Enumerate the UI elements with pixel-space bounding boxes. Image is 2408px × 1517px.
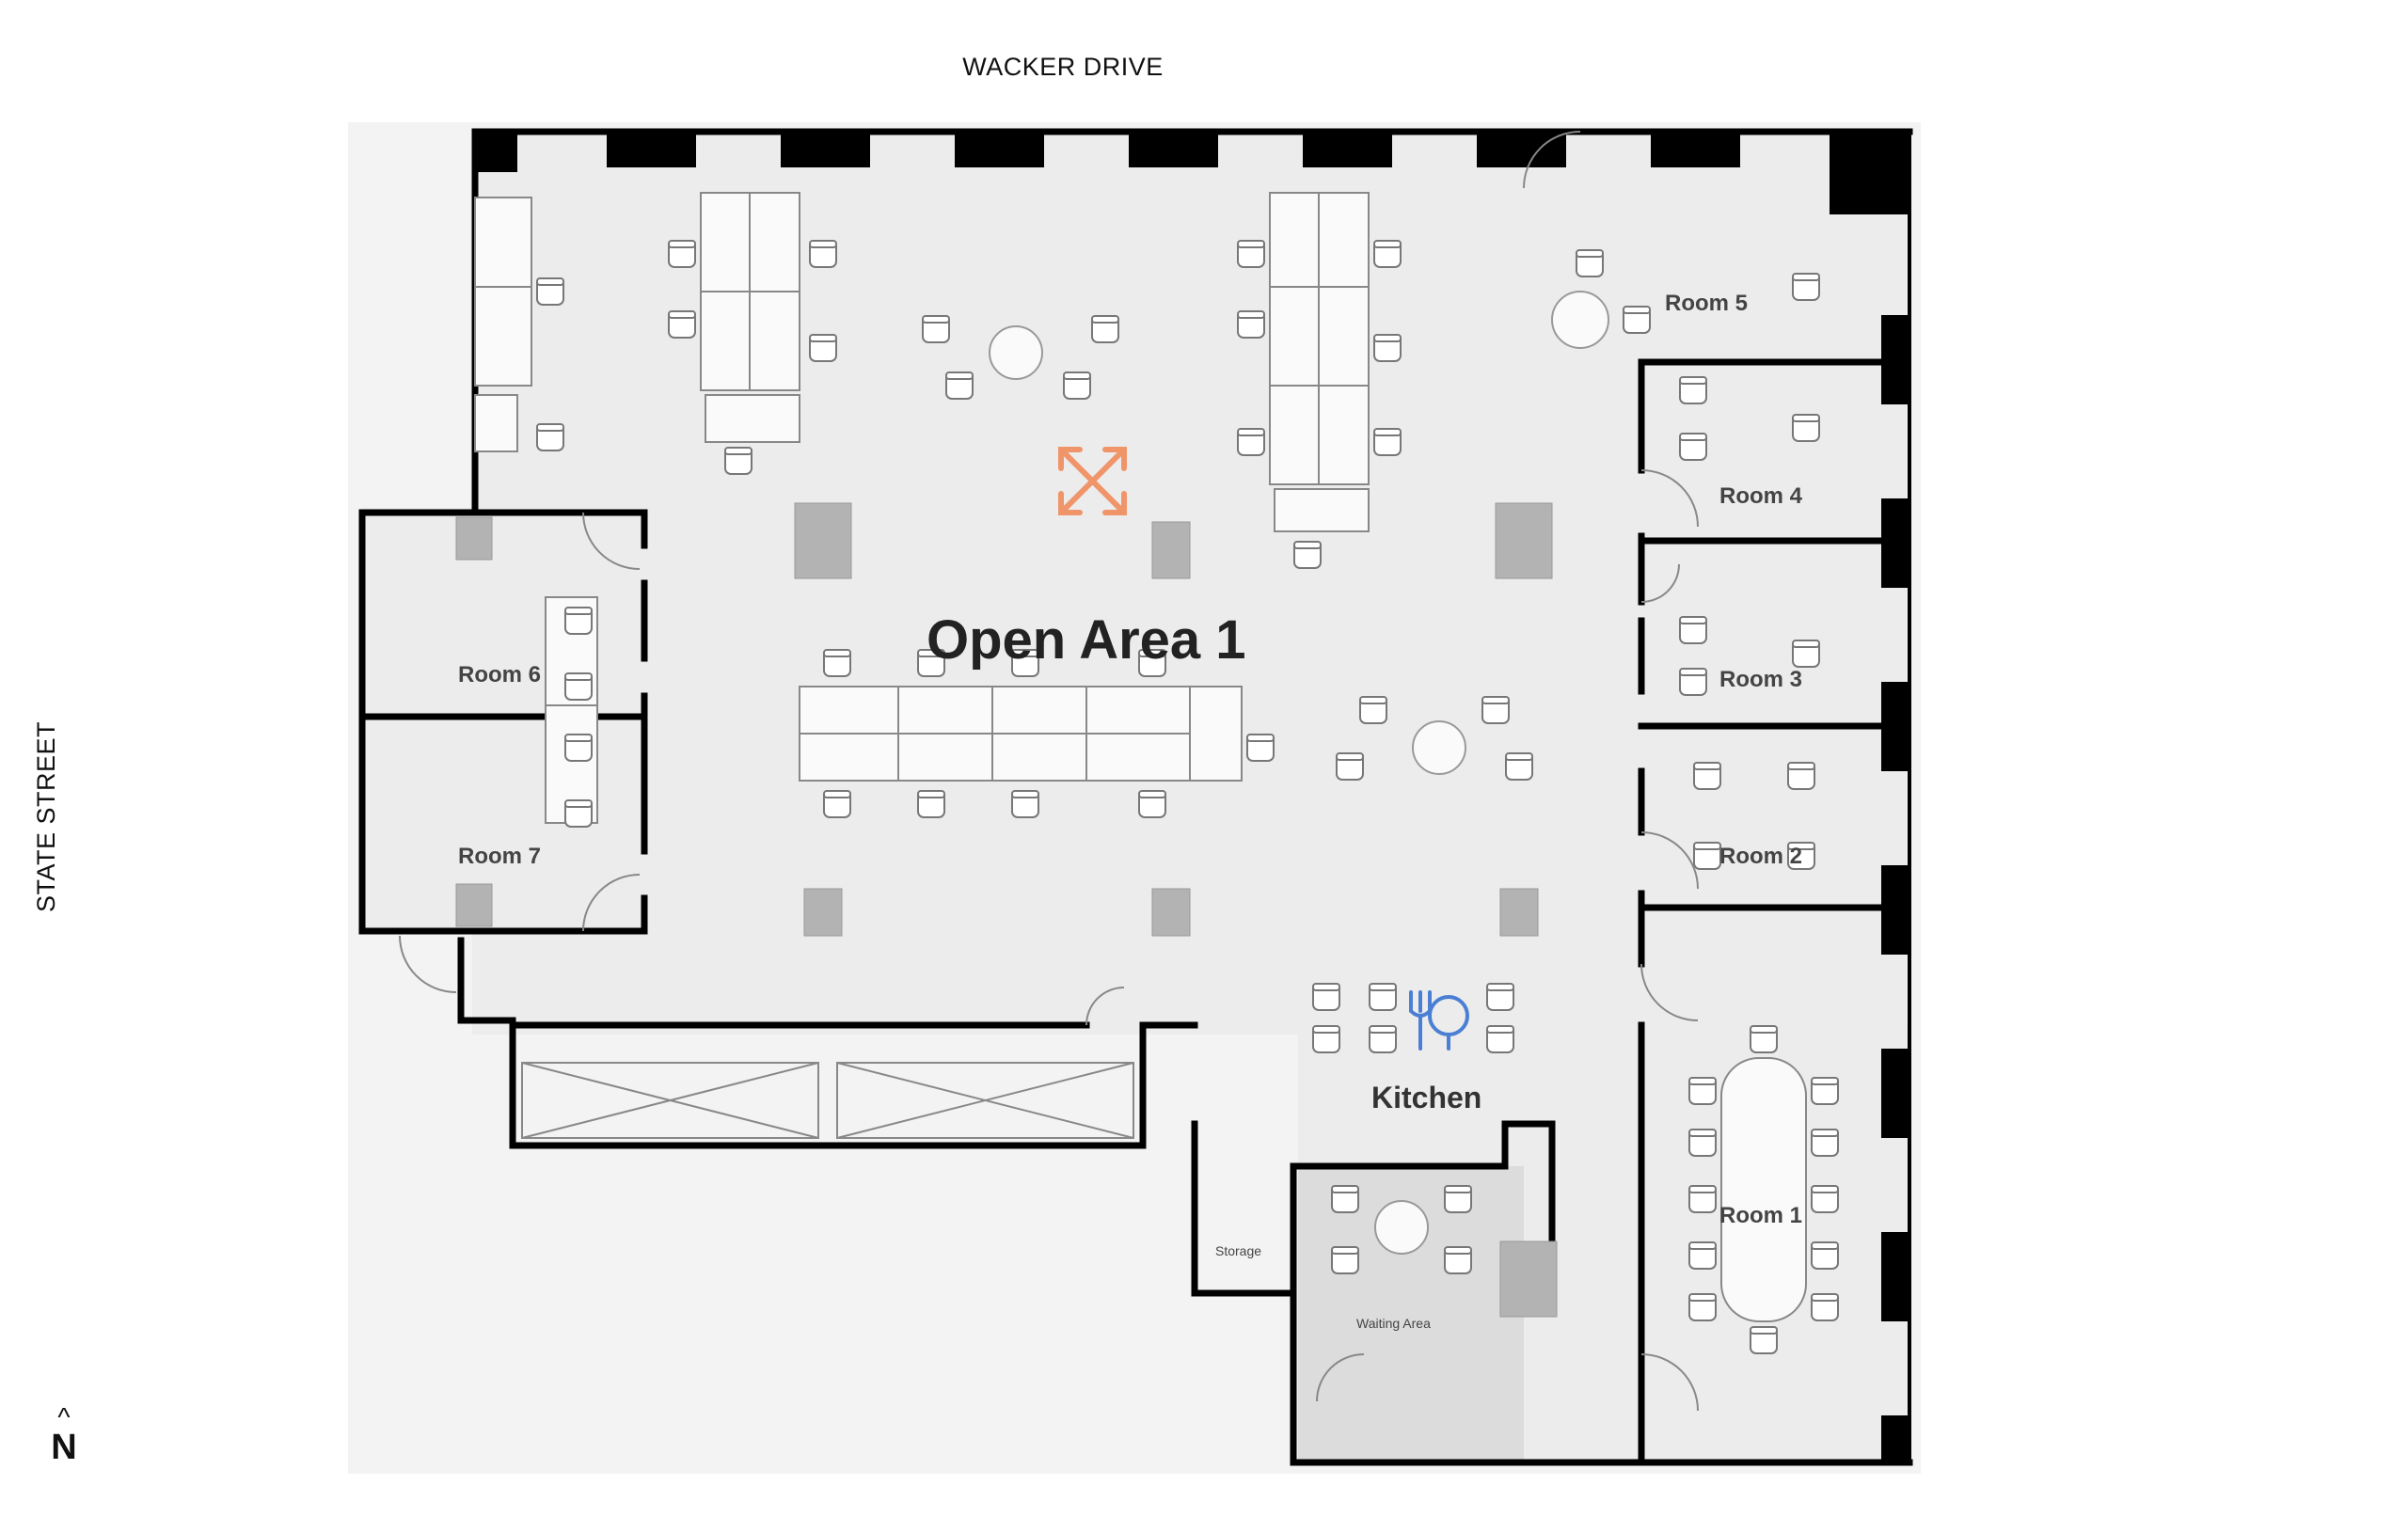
waiting-area-label: Waiting Area [1356, 1316, 1431, 1331]
conference-table [1688, 1025, 1839, 1354]
expand-arrows-icon [1058, 447, 1127, 515]
structural-columns [475, 130, 1909, 1462]
room-label-3: Room 3 [1719, 667, 1802, 692]
wall-east-rooms [1638, 358, 1894, 911]
room-label-4: Room 4 [1719, 483, 1803, 509]
north-arrow: ^ N [47, 1402, 81, 1468]
wall-storage [1191, 1120, 1297, 1297]
door-swings [399, 131, 1699, 1412]
corridor-cabinets [521, 1062, 1134, 1139]
north-letter: N [51, 1428, 77, 1467]
room-label-5: Room 5 [1665, 291, 1748, 316]
storage-label: Storage [1215, 1243, 1261, 1258]
street-label-north: WACKER DRIVE [962, 53, 1164, 81]
north-chevron-icon: ^ [57, 1402, 71, 1431]
room-label-1: Room 1 [1719, 1203, 1802, 1228]
room-label-6: Room 6 [458, 662, 541, 687]
open-area-label: Open Area 1 [927, 609, 1246, 671]
wall-kitchen-east [1501, 1120, 1556, 1255]
fork-knife-icon [1409, 990, 1469, 1051]
desks [474, 192, 1370, 824]
kitchen-label: Kitchen [1371, 1081, 1481, 1114]
interior-columns [455, 502, 1558, 1318]
room-label-2: Room 2 [1719, 844, 1802, 869]
round-tables [989, 291, 1609, 1255]
room-label-7: Room 7 [458, 844, 541, 869]
wall-sw-corridor [457, 937, 1147, 1149]
